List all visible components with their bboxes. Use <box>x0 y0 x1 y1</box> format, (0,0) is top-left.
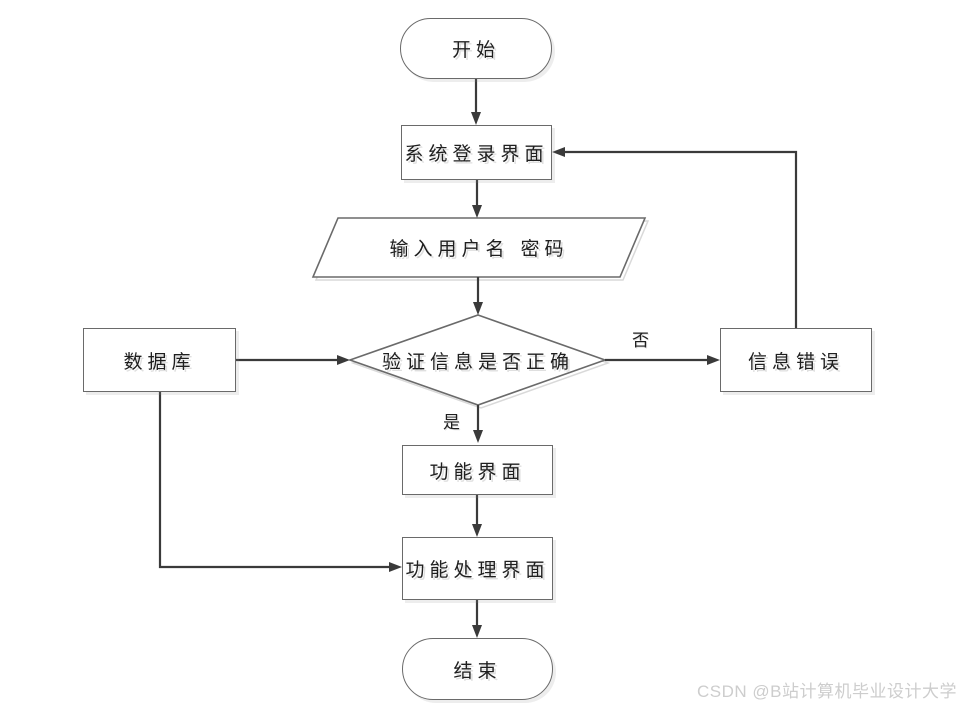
edge-database-to-verify <box>236 355 350 365</box>
node-start: 开始 <box>400 18 552 79</box>
arrowhead-down-icon <box>471 112 481 125</box>
arrowhead-down-icon <box>472 625 482 638</box>
edge-database-to-function-process <box>158 392 402 572</box>
edge-verify-to-error <box>605 355 720 365</box>
arrowhead-down-icon <box>473 430 483 443</box>
arrowhead-left-icon <box>552 147 565 157</box>
node-database: 数据库 <box>83 328 236 392</box>
node-login-screen: 系统登录界面 <box>401 125 552 180</box>
arrowhead-right-icon <box>707 355 720 365</box>
node-input-credentials: 输入用户名 密码 <box>389 238 569 260</box>
edge-login-to-input <box>472 180 482 218</box>
edge-verify-to-function-ui <box>473 405 483 443</box>
node-verify-decision: 验证信息是否正确 <box>381 350 574 373</box>
edge-input-to-verify <box>473 277 483 315</box>
edge-function-ui-to-function-process <box>472 495 482 537</box>
arrowhead-right-icon <box>337 355 350 365</box>
edge-error-to-login <box>552 147 798 328</box>
node-info-error: 信息错误 <box>720 328 872 392</box>
edge-label-yes: 是 <box>443 413 460 433</box>
arrowhead-down-icon <box>472 524 482 537</box>
arrowhead-down-icon <box>473 302 483 315</box>
input-parallelogram-shape <box>311 217 647 278</box>
edge-start-to-login <box>471 79 481 125</box>
node-function-process: 功能处理界面 <box>402 537 553 600</box>
node-end: 结束 <box>402 638 553 700</box>
csdn-watermark: CSDN @B站计算机毕业设计大学 <box>697 682 957 701</box>
arrowhead-down-icon <box>472 205 482 218</box>
edge-function-process-to-end <box>472 600 482 638</box>
arrowhead-right-icon <box>389 562 402 572</box>
edge-label-no: 否 <box>632 331 649 351</box>
node-function-ui: 功能界面 <box>402 445 553 495</box>
